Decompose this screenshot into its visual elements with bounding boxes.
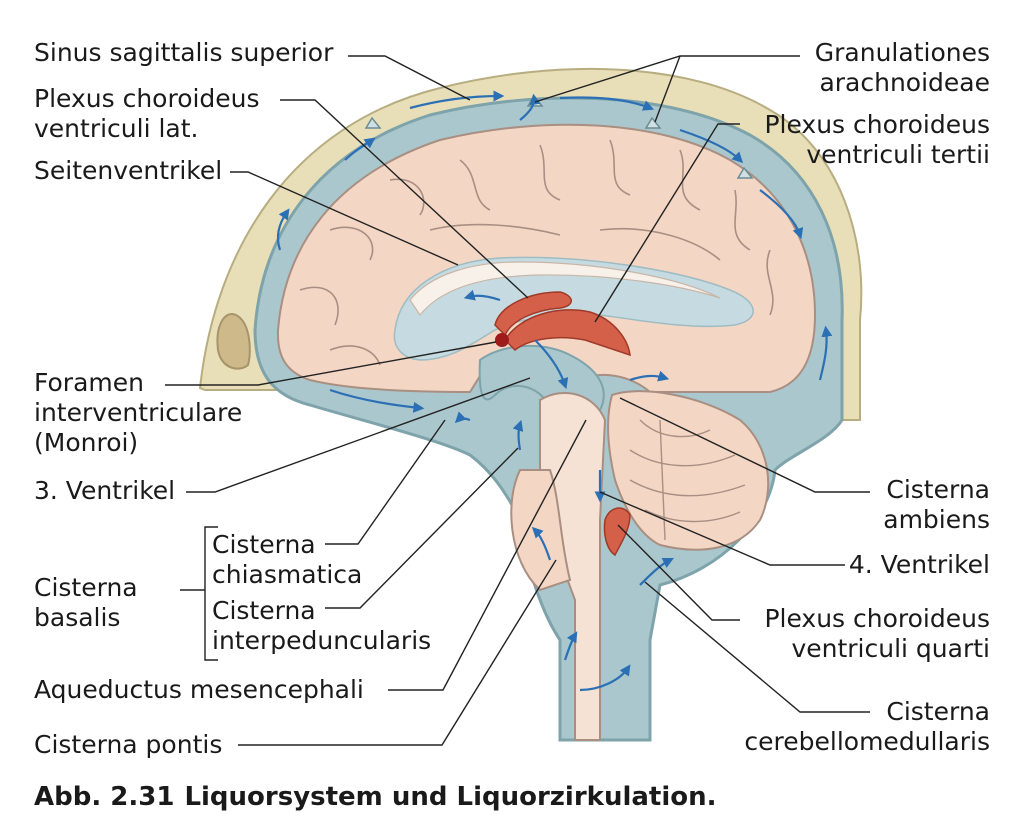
leader-plexus-tertii: [594, 123, 740, 323]
leader-aqueductus: [388, 419, 587, 691]
leader-granulationes: [534, 55, 800, 123]
leader-cerebellomedullaris: [644, 581, 870, 713]
plexus-tertii: [504, 309, 631, 357]
label-cisterna-pontis: Cisterna pontis: [34, 730, 223, 759]
label-sinus-sagittalis-superior: Sinus sagittalis superior: [34, 38, 334, 67]
plexus-quarti: [603, 507, 631, 557]
gyri: [299, 139, 774, 366]
caption-number: Abb. 2.31: [34, 782, 175, 812]
label-4-ventrikel: 4. Ventrikel: [848, 550, 990, 579]
label-3-ventrikel: 3. Ventrikel: [34, 476, 176, 505]
cerebellum: [607, 390, 770, 551]
leader-sinus: [348, 55, 471, 101]
leader-ventrikel4: [599, 491, 845, 566]
foramen-monroi-mark: [495, 333, 509, 347]
caption-title: Liquorsystem und Liquorzirkulation.: [184, 782, 717, 812]
leader-chiasmatica: [325, 419, 446, 545]
leader-plexus-lat: [280, 99, 529, 299]
leader-plexus-quarti: [617, 524, 740, 621]
csf-flow-arrows: [276, 90, 833, 692]
plexus-lat: [494, 291, 572, 337]
leader-foramen: [165, 341, 497, 386]
cerebellar-folia: [629, 419, 746, 541]
corpus-callosum: [409, 261, 721, 317]
leader-seitenventrikel: [230, 171, 459, 266]
leader-interpeduncularis: [325, 447, 519, 609]
frontal-sinus: [216, 313, 251, 370]
leader-ambiens: [619, 397, 870, 493]
label-aqueductus-mesencephali: Aqueductus mesencephali: [34, 675, 364, 704]
bracket-basalis: [180, 526, 218, 661]
leader-pontis: [238, 559, 557, 746]
leader-lines: [165, 55, 870, 746]
leader-ventrikel3: [186, 377, 531, 493]
figure-caption: Abb. 2.31 Liquorsystem und Liquorzirkulat…: [34, 782, 717, 812]
label-seitenventrikel: Seitenventrikel: [34, 156, 223, 185]
